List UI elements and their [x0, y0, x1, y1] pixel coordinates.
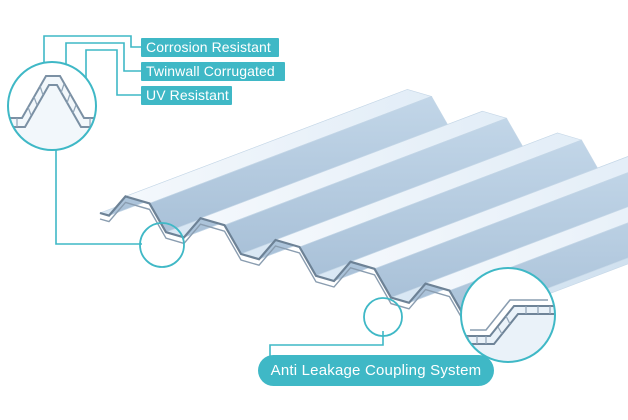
feature-tag-twinwall-corrugated: Twinwall Corrugated — [141, 62, 285, 81]
coupling-system-label: Anti Leakage Coupling System — [258, 355, 494, 386]
feature-tag-corrosion-resistant: Corrosion Resistant — [141, 38, 279, 57]
leader-line-coupling — [269, 331, 384, 357]
leader-line-lens-to-detail — [55, 150, 142, 245]
leader-line-uv — [85, 49, 141, 96]
leader-line-twinwall — [65, 42, 141, 72]
edge-focus-ring — [139, 222, 185, 268]
feature-tag-uv-resistant: UV Resistant — [141, 86, 232, 105]
twinwall-magnifier — [7, 61, 97, 151]
coupling-focus-ring — [363, 297, 403, 337]
leader-lines — [43, 35, 384, 357]
leader-line-corrosion — [43, 35, 141, 68]
coupling-magnifier — [460, 267, 556, 363]
sheet-front-edge — [99, 195, 476, 324]
corrugated-roof-sheet — [99, 89, 628, 329]
